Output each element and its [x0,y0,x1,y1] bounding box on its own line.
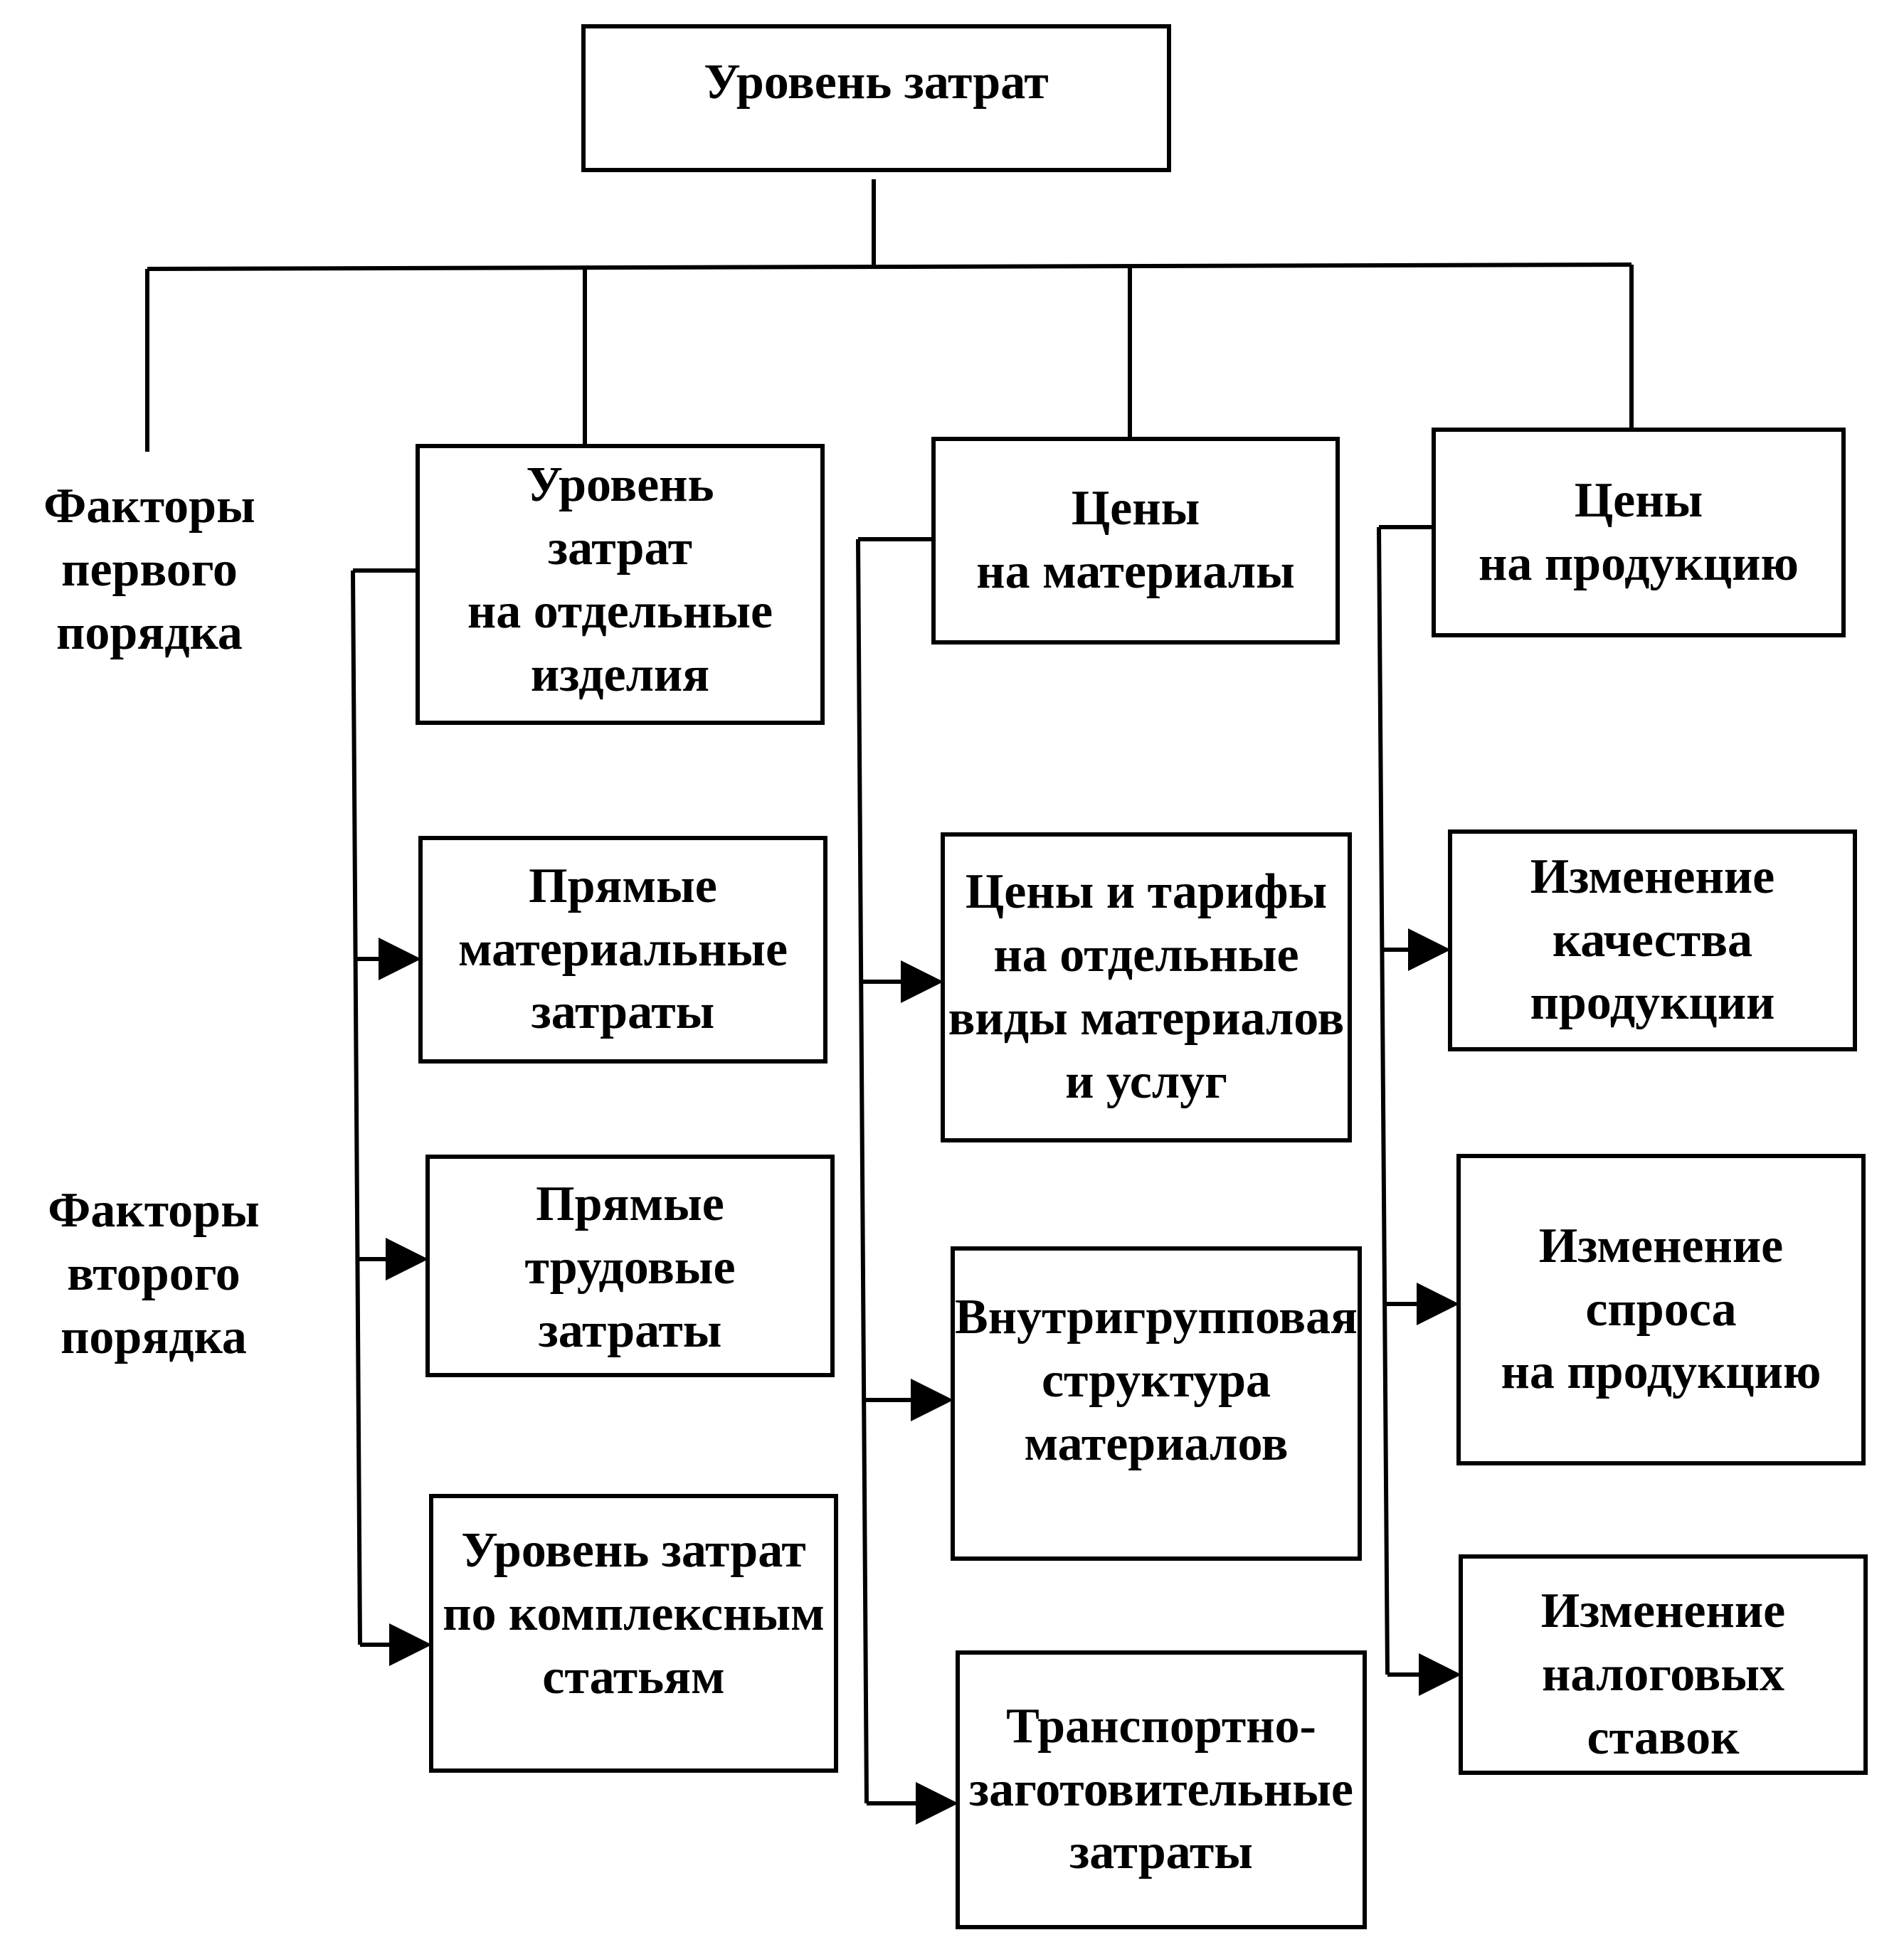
node-quality-change: Изменение качества продукции [1448,829,1857,1051]
node-transport-procurement-costs: Транспортно- заготовительные затраты [956,1650,1367,1929]
node-direct-material-costs: Прямые материальные затраты [418,836,827,1064]
second-order-factors-label: Факторы второго порядка [48,1183,260,1364]
first-order-factors-label: Факторы первого порядка [43,479,255,660]
node-demand-change: Изменение спроса на продукцию [1456,1154,1866,1465]
branch-product-prices: Цены на продукцию [1432,428,1846,637]
node-tax-rates-change: Изменение налоговых ставок [1459,1554,1868,1775]
node-intragroup-material-structure: Внутригрупповая структура материалов [951,1246,1362,1561]
node-material-prices-tariffs: Цены и тарифы на отдельные виды материал… [941,832,1352,1142]
node-direct-labor-costs: Прямые трудовые затраты [425,1155,835,1377]
top-bus-line [147,262,1632,271]
branch-costs-per-product: Уровень затрат на отдельные изделия [416,444,825,725]
branch-3-side-bus [1377,526,1390,1675]
branch-material-prices: Цены на материалы [931,437,1340,645]
node-complex-items-costs: Уровень затрат по комплексным статьям [429,1494,838,1773]
branch-2-side-bus [856,539,869,1804]
root-node: Уровень затрат [581,24,1171,172]
branch-1-side-bus [351,570,362,1645]
